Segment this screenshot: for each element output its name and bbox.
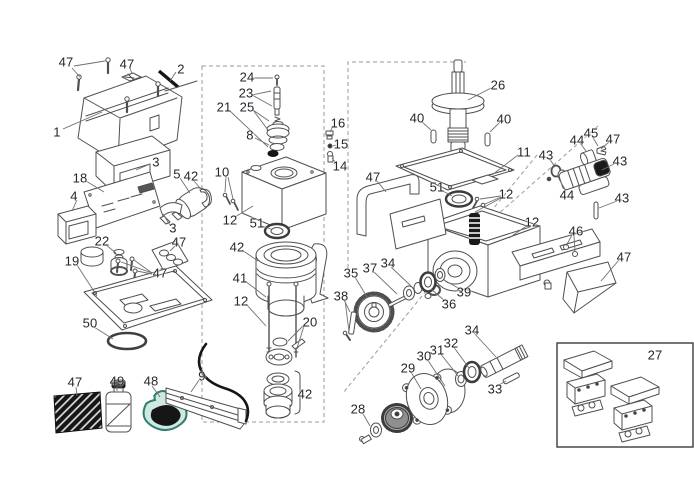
transformer-part-4 [57,205,97,245]
o-ring-part-50 [106,331,148,351]
capacitor-bracket-part-42 [199,188,212,208]
handle-bracket-part-47 [356,174,447,250]
inset-box-27 [556,342,694,448]
gasket-part-11 [395,147,515,191]
bracket-part-2 [157,69,198,92]
oil-bottle-part-49 [105,379,132,433]
pulley-part-42 [263,370,301,419]
fixing-rail-part-9 [165,387,247,430]
dowel-pins-part-40 [430,129,491,147]
round-cap-part [80,246,104,267]
gear-part-35 [353,291,395,333]
breather-screw-part-24 [274,74,280,86]
cover-wedge-part-47 [562,261,617,314]
leader-lines [62,60,620,427]
base-plate-part-19 [83,265,213,331]
key-part-38 [342,311,357,341]
adhesive-pad-part-47 [53,391,103,434]
bearing-part-51 [263,222,291,240]
spring-part [469,213,480,245]
button-panel-part-47 [151,240,189,272]
gearbox-lid-part-12 [241,156,327,231]
release-lock-parts-43-44-45 [546,145,611,220]
shaft-washers-37-34-36-39 [388,268,446,307]
mount-bracket-part-46 [511,228,601,290]
breather-cap-part-21 [266,121,290,145]
output-shaft-part-26 [431,59,485,157]
cover-screws-47 [76,57,161,114]
grommet-part-22 [110,249,128,276]
valve-shaft-part-23 [273,86,281,116]
limit-switch-assembly-a [563,350,613,417]
washer-set-part-20 [265,337,306,366]
motor-clamp-part-3 [159,202,183,225]
release-key-plate-47 [121,72,142,82]
drum-part-42 [255,241,329,317]
lid-screws-part-10 [222,192,239,211]
dashed-group-boxes [201,61,599,423]
bearing-part-51-right [444,190,474,208]
cable-part [197,342,250,423]
motor-assembly-28-34 [359,344,529,445]
small-parts-16-15-14 [325,130,334,163]
limit-switch-assembly-b [610,376,660,443]
gearbox-housing-part-12 [424,205,541,299]
washer-seal-part-8 [267,143,285,157]
